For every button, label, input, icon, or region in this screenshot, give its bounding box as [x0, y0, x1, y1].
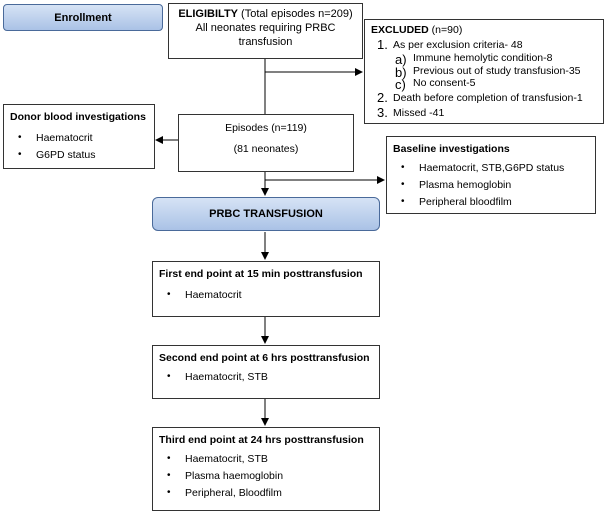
- enrollment-label: Enrollment: [54, 11, 112, 24]
- baseline-item: Plasma hemoglobin: [393, 179, 589, 192]
- episodes-neonates: (81 neonates): [233, 143, 299, 156]
- donor-item: G6PD status: [10, 149, 148, 162]
- third-endpoint-item: Peripheral, Bloodfilm: [159, 487, 373, 500]
- eligibility-line2: transfusion: [238, 35, 293, 48]
- third-endpoint-box: Third end point at 24 hrs posttransfusio…: [152, 427, 380, 511]
- baseline-box: Baseline investigations Haematocrit, STB…: [386, 136, 596, 214]
- third-endpoint-list: Haematocrit, STB Plasma haemoglobin Peri…: [159, 453, 373, 500]
- episodes-box: Episodes (n=119) (81 neonates): [178, 114, 354, 172]
- first-endpoint-box: First end point at 15 min posttransfusio…: [152, 261, 380, 317]
- eligibility-title: ELIGIBILTY: [178, 8, 238, 20]
- eligibility-line1: All neonates requiring PRBC: [195, 21, 336, 34]
- prbc-transfusion-box: PRBC TRANSFUSION: [152, 197, 380, 231]
- excluded-subitem: c)No consent-5: [395, 77, 476, 93]
- episodes-count: Episodes (n=119): [225, 122, 307, 134]
- excluded-title: EXCLUDED: [371, 24, 429, 36]
- excluded-item: 1. As per exclusion criteria- 48 a)Immun…: [371, 37, 597, 93]
- baseline-list: Haematocrit, STB,G6PD status Plasma hemo…: [393, 162, 589, 209]
- third-endpoint-item: Haematocrit, STB: [159, 453, 373, 466]
- first-endpoint-title: First end point at 15 min posttransfusio…: [159, 268, 363, 280]
- donor-box: Donor blood investigations Haematocrit G…: [3, 104, 155, 169]
- excluded-subitem: b)Previous out of study transfusion-35: [395, 64, 581, 80]
- third-endpoint-title: Third end point at 24 hrs posttransfusio…: [159, 434, 364, 446]
- excluded-sublist: a)Immune hemolytic condition-8 b)Previou…: [393, 52, 597, 93]
- second-endpoint-title: Second end point at 6 hrs posttransfusio…: [159, 352, 370, 364]
- excluded-subitem: a)Immune hemolytic condition-8: [395, 52, 553, 68]
- first-endpoint-list: Haematocrit: [159, 289, 373, 302]
- donor-title: Donor blood investigations: [10, 111, 146, 123]
- second-endpoint-item: Haematocrit, STB: [159, 371, 373, 384]
- baseline-title: Baseline investigations: [393, 143, 510, 155]
- excluded-item: 3. Missed -41: [377, 105, 445, 121]
- second-endpoint-box: Second end point at 6 hrs posttransfusio…: [152, 345, 380, 399]
- donor-item: Haematocrit: [10, 132, 148, 145]
- prbc-label: PRBC TRANSFUSION: [209, 208, 323, 220]
- eligibility-heading: ELIGIBILTY (Total episodes n=209): [169, 8, 362, 22]
- excluded-heading: EXCLUDED (n=90): [371, 24, 597, 37]
- second-endpoint-list: Haematocrit, STB: [159, 371, 373, 384]
- donor-list: Haematocrit G6PD status: [10, 132, 148, 162]
- excluded-box: EXCLUDED (n=90) 1. As per exclusion crit…: [364, 19, 604, 124]
- eligibility-total: (Total episodes n=209): [238, 8, 353, 20]
- excluded-count: (n=90): [428, 24, 463, 36]
- third-endpoint-item: Plasma haemoglobin: [159, 470, 373, 483]
- enrollment-box: Enrollment: [3, 4, 163, 31]
- baseline-item: Peripheral bloodfilm: [393, 196, 589, 209]
- first-endpoint-item: Haematocrit: [159, 289, 373, 302]
- excluded-item: 2. Death before completion of transfusio…: [377, 90, 583, 106]
- excluded-list: 1. As per exclusion criteria- 48 a)Immun…: [371, 37, 597, 121]
- eligibility-box: ELIGIBILTY (Total episodes n=209) All ne…: [168, 3, 363, 59]
- baseline-item: Haematocrit, STB,G6PD status: [393, 162, 589, 175]
